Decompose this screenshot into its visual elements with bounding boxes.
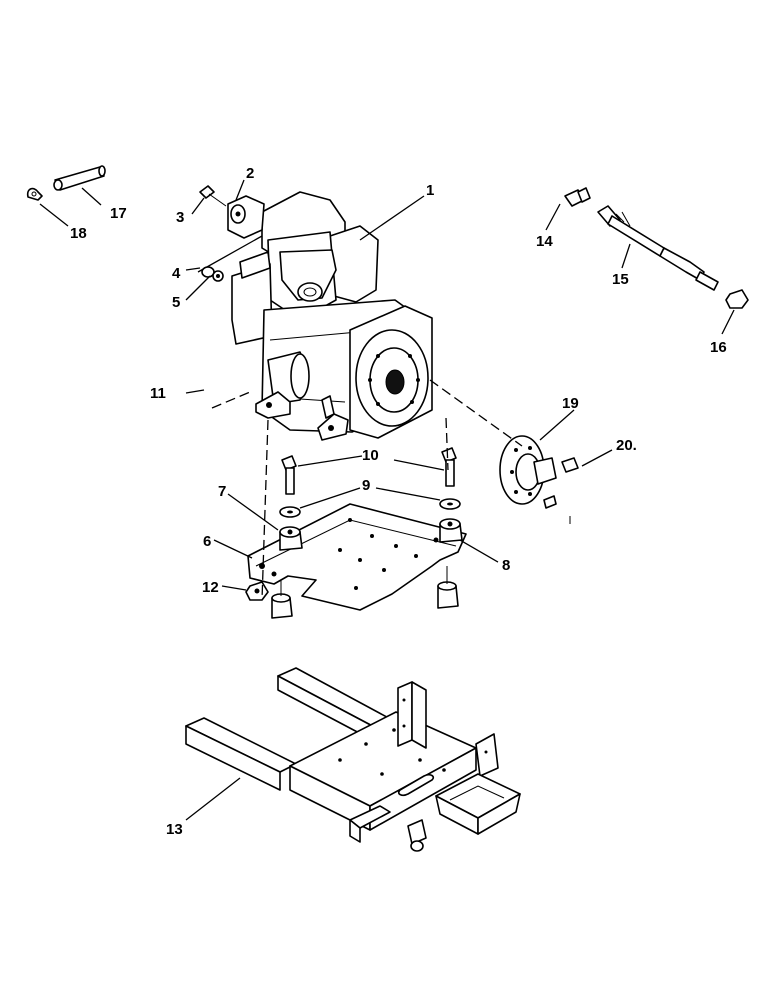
callout-5: 5: [172, 294, 180, 311]
callout-3: 3: [176, 209, 184, 226]
coupling-hub: [499, 435, 579, 524]
callout-12: 12: [202, 579, 219, 596]
callout-17: 17: [110, 205, 127, 222]
callout-18: 18: [70, 225, 87, 242]
callout-20: 20.: [616, 437, 637, 454]
parts-17-18: [26, 165, 106, 201]
callout-10: 10: [362, 447, 379, 464]
drive-shaft-parts: [564, 187, 749, 309]
callout-11: 11: [150, 385, 166, 402]
callout-19: 19: [562, 395, 579, 412]
callout-2: 2: [246, 165, 254, 182]
callout-14: 14: [536, 233, 553, 250]
callout-15: 15: [612, 271, 629, 288]
callout-1: 1: [426, 182, 434, 199]
callout-9: 9: [362, 477, 370, 494]
callout-7: 7: [218, 483, 226, 500]
parts-2-3-4-5: [197, 185, 265, 282]
mounting-plate: [247, 503, 467, 611]
callout-labels: 1 2 3 4 5 6 7 8 9 10 11 12 13 14 15 16 1…: [70, 165, 727, 838]
callout-13: 13: [166, 821, 183, 838]
callout-4: 4: [172, 265, 181, 282]
leader-lines: [39, 179, 735, 821]
centerlines: [211, 379, 523, 601]
mount-hardware: [245, 447, 463, 619]
skid-frame: [185, 667, 521, 852]
callout-6: 6: [203, 533, 211, 550]
engine-assembly: [231, 191, 433, 441]
callout-16: 16: [710, 339, 727, 356]
callout-8: 8: [502, 557, 510, 574]
